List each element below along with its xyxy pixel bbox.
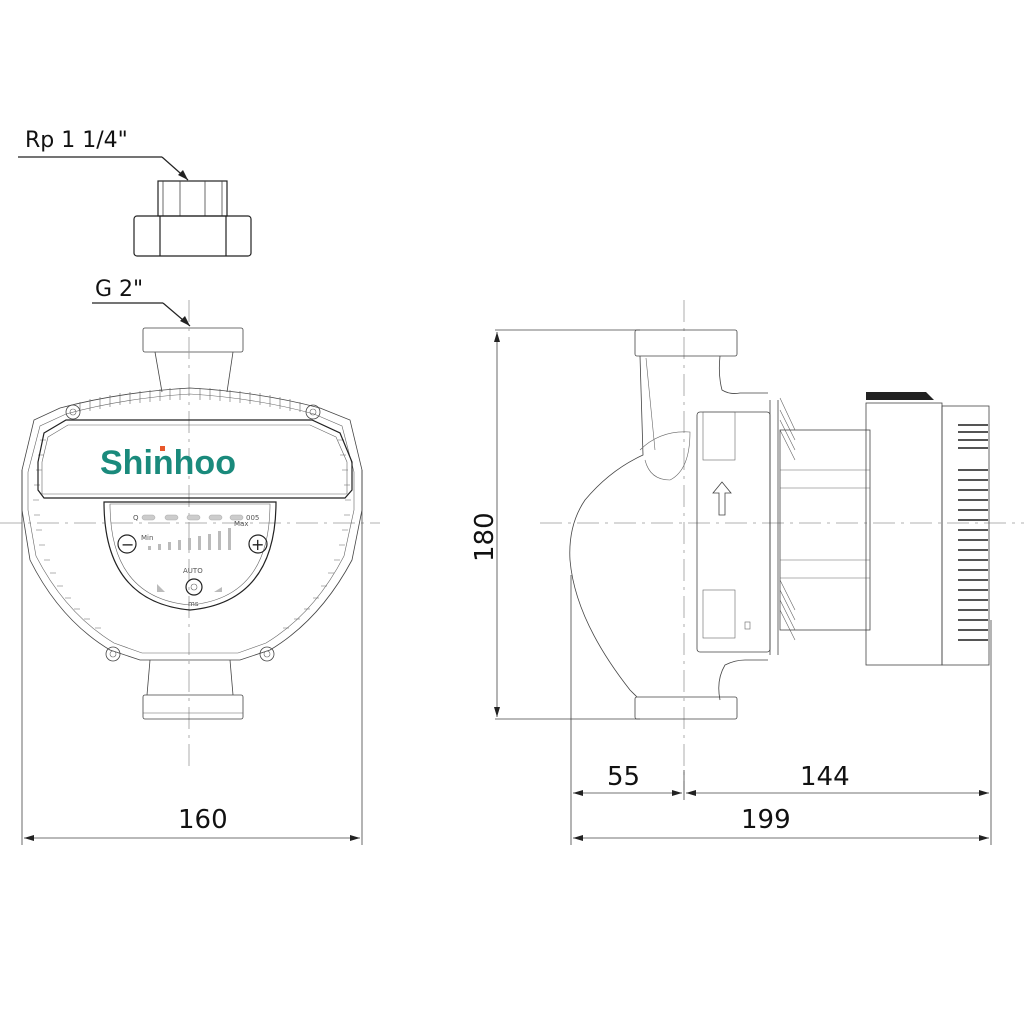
led-left-label: Q xyxy=(133,514,139,522)
motor-dimension: 144 xyxy=(800,762,850,792)
bottom-label: ms xyxy=(188,600,199,608)
min-label: Min xyxy=(141,534,153,542)
total-length-dimension: 199 xyxy=(741,805,791,835)
adapter-nut xyxy=(18,156,252,257)
brand-dot xyxy=(160,446,165,451)
led-right-label: 005 xyxy=(246,514,259,522)
width-dimension: 160 xyxy=(178,805,228,835)
minus-button-icon: − xyxy=(121,535,134,554)
offset-dimension: 55 xyxy=(607,762,640,792)
plus-button-icon: + xyxy=(251,535,264,554)
brand-logo: Shinhoo xyxy=(100,444,236,482)
pump-thread-label: G 2" xyxy=(95,277,143,302)
max-label: Max xyxy=(234,520,248,528)
adapter-thread-label: Rp 1 1/4" xyxy=(25,128,128,153)
height-dimension: 180 xyxy=(470,512,500,562)
side-view xyxy=(494,300,1024,845)
front-view xyxy=(0,300,380,845)
auto-label: AUTO xyxy=(183,567,203,575)
